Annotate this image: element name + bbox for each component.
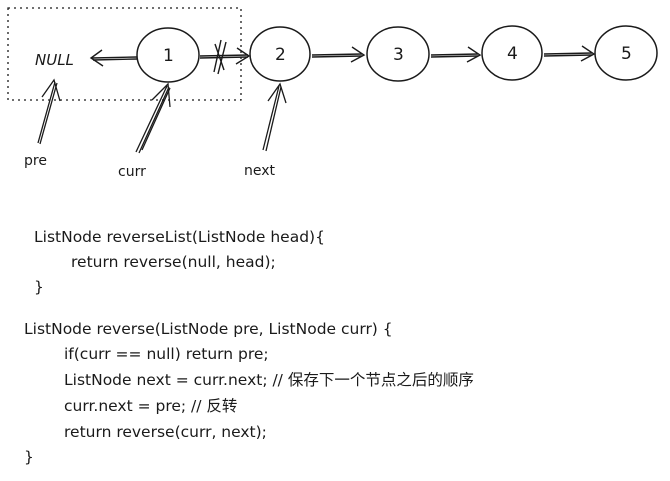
code-block1-line3: } (34, 278, 44, 296)
node-5-value: 5 (621, 44, 632, 64)
code-block2-line1: ListNode reverse(ListNode pre, ListNode … (24, 320, 393, 338)
curr-pointer-arrow (135, 82, 171, 154)
node-5: 5 (594, 25, 658, 81)
code-block2-line4: curr.next = pre; // 反转 (64, 397, 238, 415)
pre-label: pre (24, 153, 47, 169)
arrow-node4-to-node5 (543, 45, 596, 62)
node-2-value: 2 (275, 45, 286, 65)
node-4-value: 4 (507, 44, 518, 64)
next-pointer-arrow (262, 82, 287, 152)
null-label: NULL (35, 51, 74, 69)
node-1: 1 (136, 27, 200, 83)
arrow-node2-to-node3 (311, 46, 366, 63)
node-1-value: 1 (163, 46, 174, 66)
arrow-node1-to-null (89, 49, 138, 67)
code-block1-line1: ListNode reverseList(ListNode head){ (34, 228, 325, 246)
code-block2-line3: ListNode next = curr.next; // 保存下一个节点之后的… (64, 371, 474, 389)
node-3: 3 (366, 26, 430, 82)
broken-arrow-node1-to-node2 (199, 39, 251, 75)
pre-pointer-arrow (37, 78, 61, 145)
node-2: 2 (249, 26, 311, 82)
node-4: 4 (481, 25, 543, 81)
code-block1-line2: return reverse(null, head); (71, 253, 276, 271)
curr-label: curr (118, 164, 146, 180)
cross-mark (214, 43, 225, 71)
code-block2-line2: if(curr == null) return pre; (64, 345, 269, 363)
arrow-node3-to-node4 (430, 46, 482, 63)
code-block2-line6: } (24, 448, 34, 466)
node-3-value: 3 (393, 45, 404, 65)
code-block2-line5: return reverse(curr, next); (64, 423, 267, 441)
linked-list-diagram: NULL 1 2 (7, 7, 658, 180)
next-label: next (244, 163, 276, 179)
